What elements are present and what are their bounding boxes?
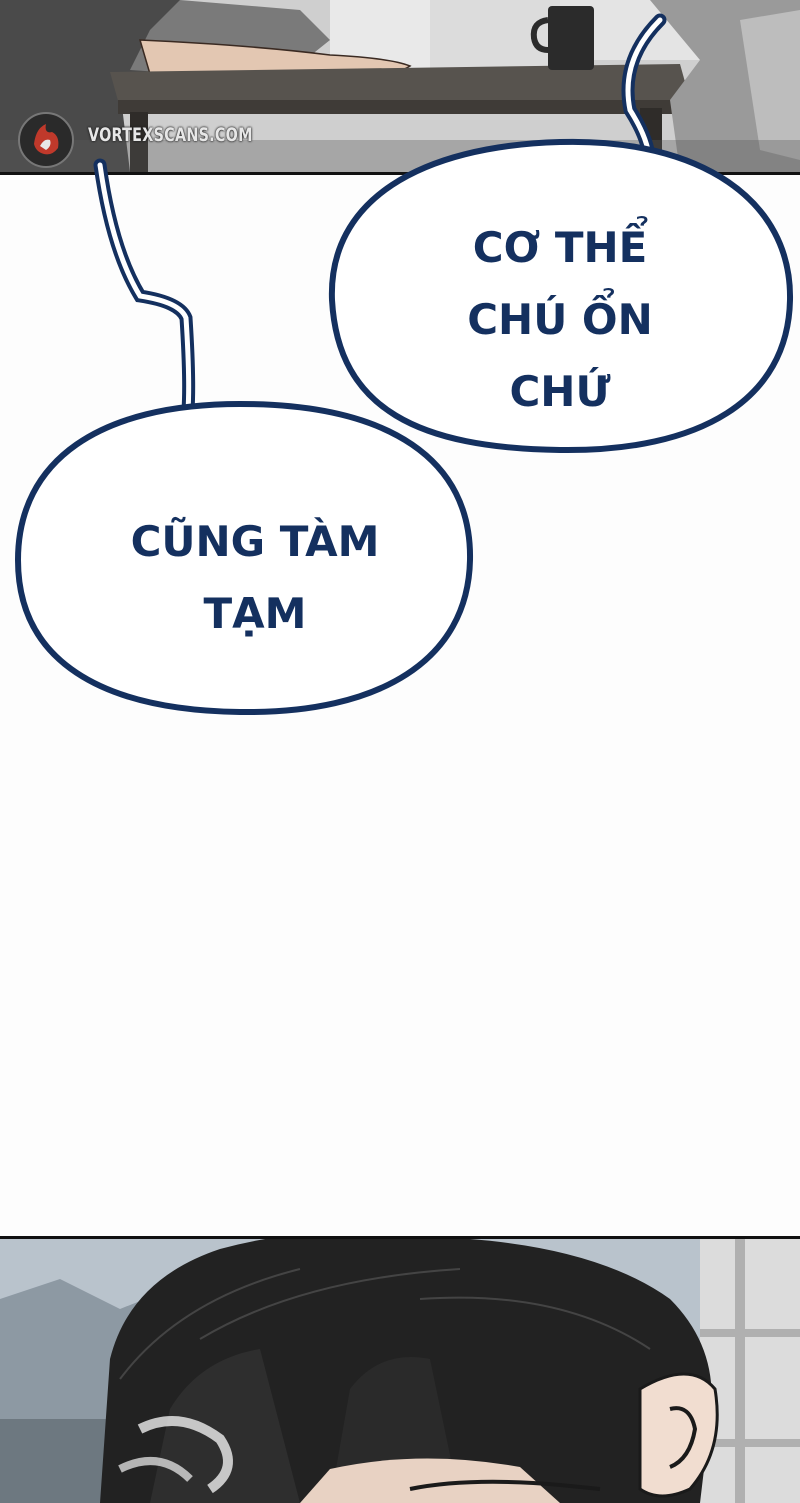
speech-bubble-right: CƠ THỂ CHÚ ỔN CHỨ [420,212,700,428]
bubble-left-line-2: TẠM [203,589,307,638]
watermark-label: VORTEXSCANS.COM [88,124,253,146]
bubble-right-line-3: CHỨ [509,367,611,416]
character-head-illustration [0,1239,800,1503]
bottom-comic-panel [0,1236,800,1503]
bubble-right-line-2: CHÚ ỔN [467,295,653,344]
speech-bubble-left: CŨNG TÀM TẠM [80,506,430,650]
vortex-logo-icon [18,112,74,168]
top-panel-illustration [0,0,800,172]
top-comic-panel: VORTEXSCANS.COM [0,0,800,175]
bubble-right-line-1: CƠ THỂ [472,223,648,272]
bubble-left-line-1: CŨNG TÀM [130,517,380,566]
